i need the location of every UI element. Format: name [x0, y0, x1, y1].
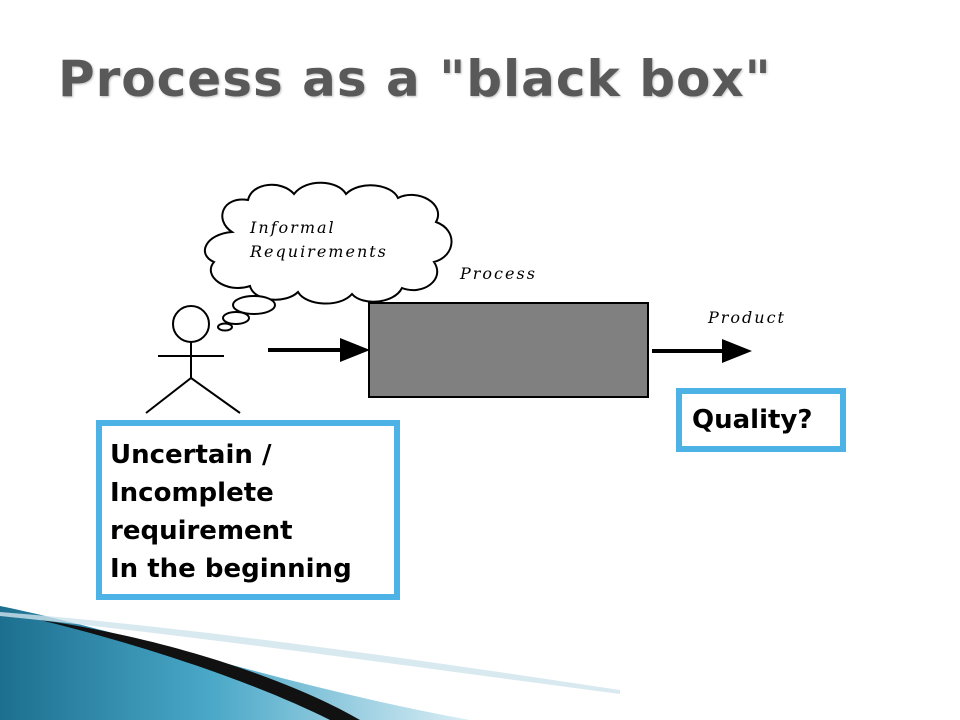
- product-label: Product: [707, 308, 786, 327]
- stick-figure-icon: [145, 305, 241, 414]
- thought-line-informal: Informal: [249, 218, 336, 237]
- process-label: Process: [459, 264, 537, 283]
- requirements-line: In the beginning: [110, 554, 352, 584]
- slide-title: Process as a "black box": [58, 50, 772, 108]
- requirements-callout: Uncertain / Incomplete requirement In th…: [96, 420, 400, 600]
- input-arrow-icon: [268, 338, 370, 362]
- decorative-swoosh: [0, 606, 620, 720]
- quality-callout: Quality?: [676, 388, 846, 452]
- thought-cloud-icon: [203, 181, 453, 332]
- process-black-box: [368, 302, 649, 398]
- requirements-line: Uncertain /: [110, 440, 272, 470]
- requirements-line: Incomplete: [110, 478, 274, 508]
- requirements-line: requirement: [110, 516, 293, 546]
- thought-line-requirements: Requirements: [249, 242, 388, 261]
- output-arrow-icon: [652, 339, 752, 363]
